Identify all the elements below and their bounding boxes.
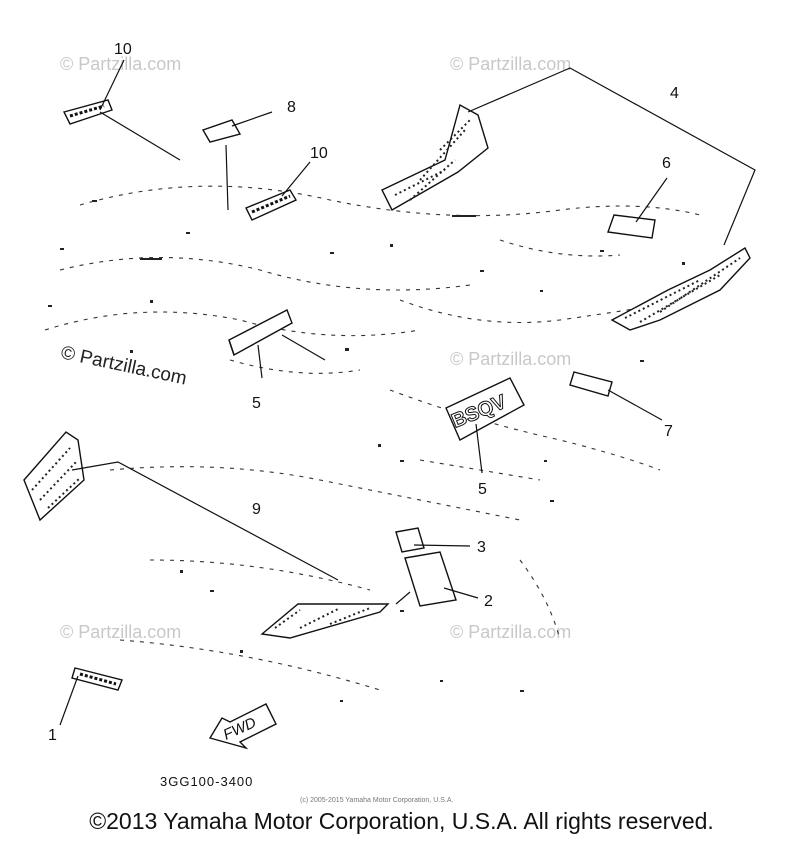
- decal-9-bottom: [260, 603, 390, 639]
- decal-3: [395, 527, 425, 553]
- decal-9-left: [23, 431, 85, 522]
- decal-8: [201, 119, 242, 143]
- decal-5-left: [228, 309, 293, 357]
- leader-lines: [59, 59, 756, 726]
- callout-5-left: 5: [252, 395, 261, 412]
- fwd-arrow-decal: FWD: [208, 703, 277, 750]
- decal-5-center: BSQV: [445, 377, 525, 441]
- watermark-bottom-right: © Partzilla.com: [450, 622, 571, 642]
- watermark-top-left: © Partzilla.com: [60, 54, 181, 74]
- callouts: 10 8 10 4 6 5 7 5 9 3 2 1: [48, 41, 679, 744]
- callout-7: 7: [664, 423, 673, 440]
- callout-6: 6: [662, 155, 671, 172]
- decal-10-mid: [245, 189, 298, 221]
- callout-4: 4: [670, 85, 679, 102]
- callout-3: 3: [477, 539, 486, 556]
- callout-2: 2: [484, 593, 493, 610]
- callout-10-top: 10: [114, 41, 132, 58]
- watermark-group: © Partzilla.com © Partzilla.com © Partzi…: [59, 54, 571, 642]
- footer-copyright: ©2013 Yamaha Motor Corporation, U.S.A. A…: [89, 808, 714, 834]
- decal-10-top: [62, 99, 113, 125]
- callout-5-center: 5: [478, 481, 487, 498]
- callout-10-mid: 10: [310, 145, 328, 162]
- decal-2: [404, 551, 457, 607]
- small-copyright: (c) 2005-2015 Yamaha Motor Corporation, …: [300, 797, 453, 804]
- decal-4-left: [381, 103, 489, 211]
- decal-1: [71, 667, 123, 691]
- part-number: 3GG100-3400: [160, 774, 253, 789]
- callout-8: 8: [287, 99, 296, 116]
- speckle-marks: [48, 200, 685, 702]
- callout-9: 9: [252, 501, 261, 518]
- decal-4-right: [610, 246, 751, 331]
- watermark-top-right: © Partzilla.com: [450, 54, 571, 74]
- vehicle-body-outline: [44, 185, 701, 691]
- decal-6: [607, 214, 656, 239]
- callout-1: 1: [48, 727, 57, 744]
- watermark-mid-left: © Partzilla.com: [59, 342, 189, 389]
- decal-7: [569, 371, 613, 397]
- watermark-mid-right: © Partzilla.com: [450, 349, 571, 369]
- watermark-bottom-left: © Partzilla.com: [60, 622, 181, 642]
